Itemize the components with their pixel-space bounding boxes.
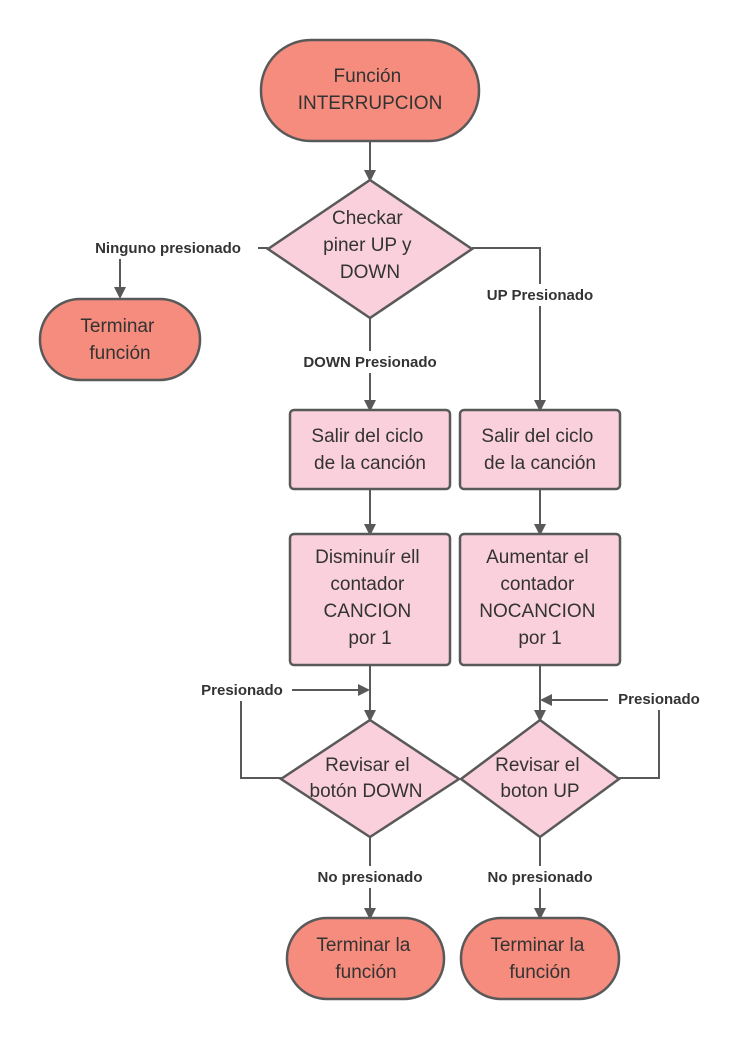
- node-decrease-counter: Disminuír ell contador CANCION por 1: [288, 532, 452, 667]
- svg-text:Terminar función: Terminar función: [80, 316, 159, 364]
- svg-text:Revisar el botón DOWN: Revisar el botón DOWN: [310, 755, 423, 802]
- node-exit-loop-up-line-1: Salir del ciclo: [481, 426, 593, 447]
- node-start-line-2: INTERRUPCION: [298, 93, 443, 114]
- node-exit-loop-down-line-1: Salir del ciclo: [311, 426, 423, 447]
- edge-labels: Ninguno presionado UP Presionado DOWN Pr…: [80, 237, 710, 888]
- label-not-pressed-right: No presionado: [487, 869, 592, 886]
- label-down-pressed: DOWN Presionado: [303, 354, 436, 371]
- label-up-pressed: UP Presionado: [487, 287, 593, 304]
- node-end-left: Terminar función: [38, 297, 202, 382]
- node-check-pins-line-3: DOWN: [340, 262, 400, 283]
- node-check-pins: Checkar piner UP y DOWN: [265, 178, 475, 320]
- label-pressed-left: Presionado: [201, 682, 283, 699]
- svg-text:Revisar el boton UP: Revisar el boton UP: [495, 755, 585, 802]
- node-exit-loop-down-line-2: de la canción: [314, 453, 426, 474]
- svg-text:Terminar la función: Terminar la función: [316, 935, 415, 983]
- node-increase-counter: Aumentar el contador NOCANCION por 1: [458, 532, 622, 667]
- node-exit-loop-down: Salir del ciclo de la canción: [288, 408, 452, 491]
- node-end-up-line-1: Terminar la: [490, 935, 584, 956]
- node-start-line-1: Función: [334, 66, 402, 87]
- node-check-down: Revisar el botón DOWN: [278, 718, 462, 839]
- node-increase-counter-line-2: contador: [500, 574, 575, 595]
- node-exit-loop-up-line-2: de la canción: [484, 453, 596, 474]
- node-check-pins-line-1: Checkar: [332, 208, 403, 229]
- label-pressed-right: Presionado: [618, 691, 700, 708]
- svg-text:Terminar la función: Terminar la función: [490, 935, 589, 983]
- node-end-up: Terminar la función: [459, 916, 621, 1001]
- node-decrease-counter-line-2: contador: [330, 574, 405, 595]
- edge-check-to-exit-up: [472, 247, 546, 412]
- label-none-pressed: Ninguno presionado: [95, 240, 241, 257]
- edge-check-up-loop: [540, 694, 660, 779]
- node-end-down-line-1: Terminar la: [316, 935, 410, 956]
- node-check-down-line-1: Revisar el: [325, 755, 409, 776]
- node-end-left-line-1: Terminar: [80, 316, 155, 337]
- node-start: Función INTERRUPCION: [259, 38, 481, 143]
- node-check-down-line-2: botón DOWN: [310, 781, 423, 802]
- node-increase-counter-line-1: Aumentar el: [486, 547, 588, 568]
- node-decrease-counter-line-3: CANCION: [324, 601, 412, 622]
- svg-text:Disminuír ell contador: Disminuír ell contador CANCION por 1: [315, 547, 425, 649]
- node-check-up-line-1: Revisar el: [495, 755, 579, 776]
- node-end-down: Terminar la función: [285, 916, 446, 1001]
- label-not-pressed-left: No presionado: [317, 869, 422, 886]
- node-check-up: Revisar el boton UP: [458, 718, 622, 839]
- svg-text:Checkar piner UP y: Checkar piner UP y DOWN: [323, 208, 417, 283]
- node-check-pins-line-2: piner UP y: [323, 235, 412, 256]
- svg-text:Aumentar el contador: Aumentar el contador NOCANCION por 1: [479, 547, 600, 649]
- node-decrease-counter-line-4: por 1: [348, 628, 391, 649]
- node-increase-counter-line-4: por 1: [518, 628, 561, 649]
- node-decrease-counter-line-1: Disminuír ell: [315, 547, 420, 568]
- node-end-left-line-2: función: [89, 343, 150, 364]
- svg-text:Salir del ciclo de la ca: Salir del ciclo de la canción: [481, 426, 598, 474]
- node-end-up-line-2: función: [509, 962, 570, 983]
- edge-check-down-loop: [240, 684, 370, 779]
- node-exit-loop-up: Salir del ciclo de la canción: [458, 408, 622, 491]
- node-check-up-line-2: boton UP: [500, 781, 579, 802]
- node-end-down-line-2: función: [335, 962, 396, 983]
- svg-text:Función INTERRUPCION: Función INTERRUPCION: [298, 66, 443, 114]
- node-increase-counter-line-3: NOCANCION: [479, 601, 595, 622]
- svg-text:Salir del ciclo de la ca: Salir del ciclo de la canción: [311, 426, 428, 474]
